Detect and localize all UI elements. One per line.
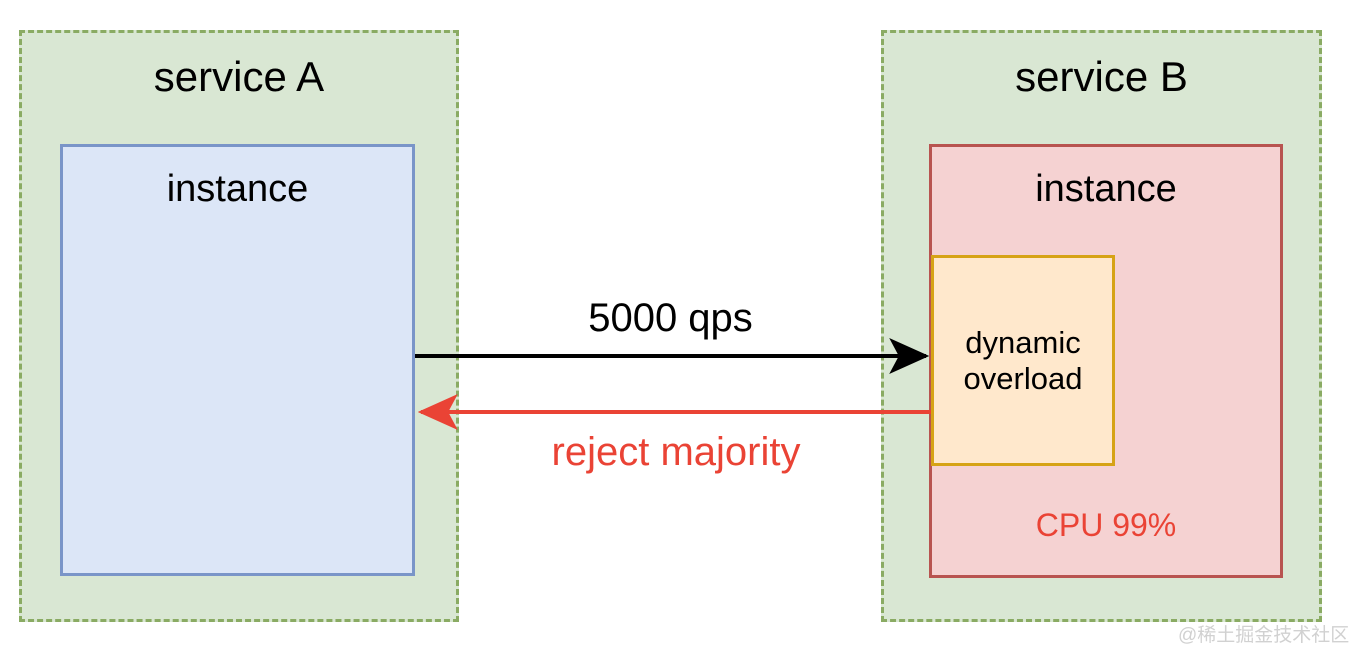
dynamic-overload-line-2: overload [963,360,1083,396]
dynamic-overload-module: dynamic overload [931,255,1115,466]
watermark-text: @稀土掘金技术社区 [1178,625,1350,646]
service-b-instance-label: instance [1035,168,1177,210]
dynamic-overload-line-1: dynamic [965,324,1081,360]
request-arrow-label: 5000 qps [588,296,753,340]
service-b-instance: instance dynamic overload CPU 99% [929,144,1283,578]
reject-arrow-label: reject majority [551,430,801,474]
service-a-instance: instance [60,144,415,576]
service-a-instance-label: instance [166,168,309,210]
service-b-title: service B [1015,53,1188,100]
service-a-title: service A [153,53,325,100]
cpu-status-badge: CPU 99% [1035,507,1177,543]
